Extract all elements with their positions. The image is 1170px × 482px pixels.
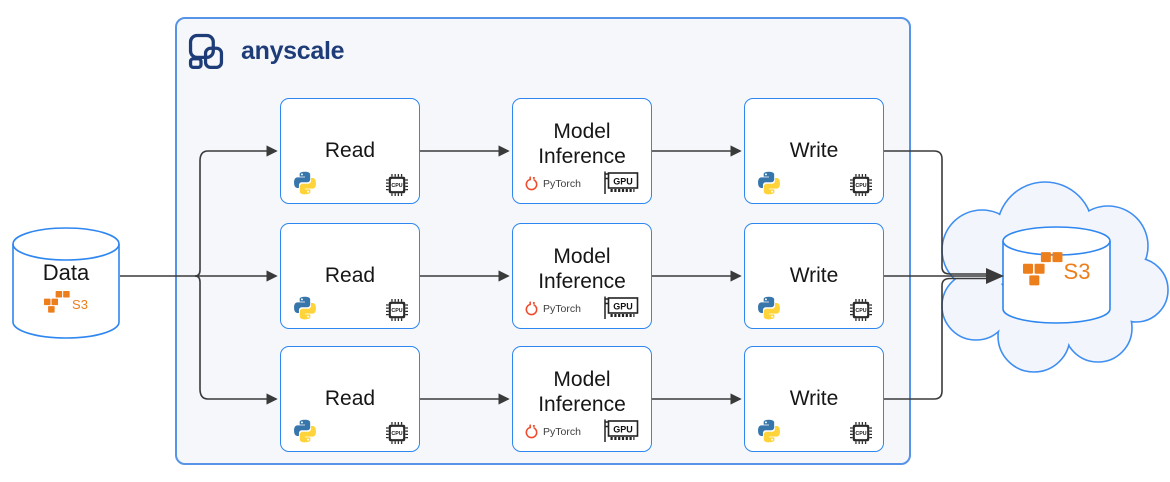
pytorch-logo: PyTorch <box>524 301 581 316</box>
cpu-chip-icon: CPU <box>386 174 408 196</box>
pytorch-icon <box>525 424 538 439</box>
gpu-card-icon: GPU <box>604 171 639 194</box>
gpu-card-icon: GPU <box>604 419 639 442</box>
cpu-chip-icon: CPU <box>850 174 872 196</box>
svg-text:CPU: CPU <box>391 308 402 314</box>
svg-text:GPU: GPU <box>613 425 633 435</box>
pipeline-box-model-inference-3: Model Inference PyTorch GPU <box>512 346 652 452</box>
pipeline-box-model-inference-1: Model Inference PyTorch GPU <box>512 98 652 204</box>
stage-label: Model Inference <box>538 245 626 293</box>
data-s3-badge: S3 <box>12 291 120 313</box>
stage-label: Read <box>324 138 376 162</box>
cpu-chip-icon: CPU <box>850 299 872 321</box>
pipeline-box-read-2: Read CPU <box>280 223 420 329</box>
pytorch-logo: PyTorch <box>524 176 581 191</box>
svg-text:CPU: CPU <box>391 183 402 189</box>
pytorch-icon <box>525 176 538 191</box>
anyscale-mark-icon <box>188 33 224 69</box>
stage-label: Read <box>324 386 376 410</box>
pipeline-box-write-1: Write CPU <box>744 98 884 204</box>
pipeline-box-read-1: Read CPU <box>280 98 420 204</box>
python-icon <box>294 296 316 320</box>
aws-s3-cubes-icon <box>1022 252 1063 286</box>
anyscale-logo: anyscale <box>186 30 345 72</box>
python-icon <box>758 171 780 195</box>
aws-s3-cubes-icon <box>44 291 70 313</box>
gpu-card-icon: GPU <box>604 296 639 319</box>
merged-arrowhead <box>986 268 1004 284</box>
stage-label: Model Inference <box>538 368 626 416</box>
data-s3-label: S3 <box>72 297 88 312</box>
svg-text:CPU: CPU <box>855 431 866 437</box>
python-icon <box>294 419 316 443</box>
stage-label: Read <box>324 263 376 287</box>
stage-label: Write <box>789 263 839 287</box>
cpu-chip-icon: CPU <box>386 422 408 444</box>
cpu-chip-icon: CPU <box>386 299 408 321</box>
stage-label: Write <box>789 138 839 162</box>
cloud-s3-badge: S3 <box>1003 252 1110 286</box>
cpu-chip-icon: CPU <box>850 422 872 444</box>
python-icon <box>294 171 316 195</box>
stage-label: Write <box>789 386 839 410</box>
svg-text:CPU: CPU <box>391 431 402 437</box>
pytorch-icon <box>525 301 538 316</box>
data-source-label: Data <box>42 260 90 285</box>
pipeline-box-write-2: Write CPU <box>744 223 884 329</box>
pipeline-box-model-inference-2: Model Inference PyTorch GPU <box>512 223 652 329</box>
stage-label: Model Inference <box>538 120 626 168</box>
svg-text:GPU: GPU <box>613 177 633 187</box>
cloud-s3-label: S3 <box>1063 259 1091 284</box>
pytorch-logo: PyTorch <box>524 424 581 439</box>
python-icon <box>758 296 780 320</box>
pipeline-box-write-3: Write CPU <box>744 346 884 452</box>
anyscale-wordmark: anyscale <box>241 36 345 65</box>
svg-text:CPU: CPU <box>855 308 866 314</box>
pipeline-box-read-3: Read CPU <box>280 346 420 452</box>
python-icon <box>758 419 780 443</box>
svg-text:CPU: CPU <box>855 183 866 189</box>
svg-text:GPU: GPU <box>613 302 633 312</box>
